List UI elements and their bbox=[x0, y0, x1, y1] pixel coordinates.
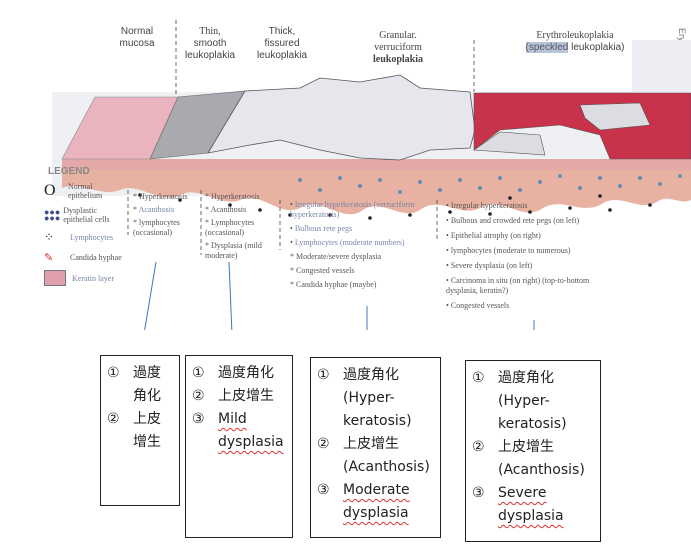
note-box-erythroleukoplakia: ① 過度角化 (Hyper-keratosis) ② 上皮增生 (Acanthosi… bbox=[465, 360, 601, 542]
bullets-erythroleukoplakia: • Irregular hyperkeratosis • Bulbous and… bbox=[446, 201, 590, 310]
note-text: 過度角化 (Hyper-keratosis) bbox=[498, 370, 567, 432]
bullet-item: Hyperkeratosis bbox=[211, 192, 260, 201]
header-thin-leukoplakia: Thin, smooth leukoplakia bbox=[178, 26, 242, 62]
header-line: leukoplakia bbox=[372, 54, 424, 65]
epithelium-layer bbox=[62, 159, 691, 170]
legend-label: Keratin layer bbox=[72, 273, 114, 283]
note-text: 過度角化 bbox=[133, 365, 161, 404]
item-number: ② bbox=[192, 388, 205, 404]
header-line: Erythroleukoplakia bbox=[536, 30, 614, 41]
note-text: 過度角化 bbox=[218, 365, 274, 381]
header-line: Granular. bbox=[379, 30, 417, 41]
item-number: ③ bbox=[317, 482, 330, 498]
note-text: Moderate dysplasia bbox=[343, 482, 410, 521]
header-line: fissured bbox=[264, 38, 300, 49]
legend: O Normal epithelium ●●●●●●Dysplastic epit… bbox=[44, 182, 124, 286]
header-line: leukoplakia bbox=[184, 50, 236, 61]
item-number: ① bbox=[472, 370, 485, 386]
legend-label: Dysplastic epithelial cells bbox=[63, 206, 110, 224]
bullet-item: lymphocytes (moderate to numerous) bbox=[450, 246, 571, 255]
bullet-item: Severe dysplasia (on left) bbox=[450, 261, 533, 270]
speckled-keratin-patch bbox=[473, 131, 546, 156]
bullet-item: Irregular hyperkeratosis (verruciform hy… bbox=[290, 200, 415, 219]
item-number: ② bbox=[107, 411, 120, 427]
bullet-item: Candida hyphae (maybe) bbox=[296, 280, 377, 289]
bullet-item: Dysplasia (mild moderate) bbox=[205, 241, 262, 260]
item-number: ① bbox=[107, 365, 120, 381]
header-erythroleukoplakia: Erythroleukoplakia (speckled leukoplakia… bbox=[505, 30, 645, 54]
speckled-keratin-patch bbox=[579, 102, 651, 131]
note-text: 上皮增生 (Acanthosis) bbox=[343, 436, 430, 475]
legend-label: Lymphocytes bbox=[70, 233, 114, 242]
dots-icon: ●●●●●● bbox=[44, 207, 61, 223]
bullets-thick: * Hyperkeratosis * Acanthosis * Lymphocy… bbox=[205, 192, 262, 260]
bullet-item: Bulbous and crowded rete pegs (on left) bbox=[450, 216, 580, 225]
bullet-item: lymphocytes (occasional) bbox=[133, 218, 180, 237]
note-text: 過度角化 (Hyper-keratosis) bbox=[343, 367, 412, 429]
item-number: ③ bbox=[472, 485, 485, 501]
bullet-item: Acanthosis bbox=[210, 205, 247, 214]
note-text: Mild dysplasia bbox=[218, 411, 284, 450]
bullet-item: Congested vessels bbox=[450, 301, 510, 310]
bullet-item: Irregular hyperkeratosis bbox=[450, 201, 528, 210]
item-number: ③ bbox=[192, 411, 205, 427]
header-normal-mucosa: Normal mucosa bbox=[112, 26, 162, 50]
note-box-granular: ① 過度角化 (Hyper-keratosis) ② 上皮增生 (Acanthosi… bbox=[310, 357, 441, 538]
note-text: Severe dysplasia bbox=[498, 485, 564, 524]
bullets-thin: * Hyperkeratosis * Acanthosis * lymphocy… bbox=[133, 192, 188, 237]
header-highlight: (speckled bbox=[525, 42, 569, 53]
bullet-item: Epithelial atrophy (on right) bbox=[450, 231, 541, 240]
header-line: Thick, bbox=[268, 26, 296, 37]
lymphocytes bbox=[138, 193, 652, 220]
legend-title: LEGEND bbox=[48, 166, 90, 177]
header-thick-leukoplakia: Thick, fissured leukoplakia bbox=[250, 26, 314, 62]
keratin-swatch-icon bbox=[44, 270, 66, 286]
dysplastic-cells bbox=[298, 174, 682, 194]
header-line: leukoplakia) bbox=[571, 42, 625, 53]
header-line: mucosa bbox=[119, 38, 155, 49]
bullet-item: Congested vessels bbox=[296, 266, 355, 275]
item-number: ② bbox=[472, 439, 485, 455]
header-line: Thin, bbox=[199, 26, 221, 37]
leukoplakia-cross-section-diagram bbox=[52, 20, 691, 330]
item-number: ① bbox=[317, 367, 330, 383]
bullet-item: Bulbous rete pegs bbox=[294, 224, 353, 233]
bullet-item: Moderate/severe dysplasia bbox=[296, 252, 382, 261]
header-line: leukoplakia bbox=[256, 50, 308, 61]
legend-label: Candida hyphae bbox=[70, 253, 122, 262]
bullet-item: Carcinoma in situ (on right) (top-to-bot… bbox=[446, 276, 590, 295]
pointer-arrows bbox=[144, 261, 535, 330]
connective-tissue bbox=[62, 159, 691, 215]
item-number: ① bbox=[192, 365, 205, 381]
bullet-item: Lymphocytes (occasional) bbox=[205, 218, 255, 237]
header-line: verruciform bbox=[374, 42, 422, 53]
header-line: Normal bbox=[120, 26, 154, 37]
lymphocyte-icon: ⁘ bbox=[44, 230, 55, 244]
bullet-item: Lymphocytes (moderate numbers) bbox=[294, 238, 405, 247]
section-dividers bbox=[127, 20, 475, 255]
note-text: 上皮增生 bbox=[133, 411, 161, 450]
legend-label: Normal epithelium bbox=[68, 182, 103, 200]
note-box-thin: ① 過度角化 ② 上皮增生 bbox=[100, 355, 180, 506]
bullet-item: Acanthosis bbox=[138, 205, 175, 214]
header-line: smooth bbox=[193, 38, 227, 49]
note-text: 上皮增生 (Acanthosis) bbox=[498, 439, 585, 478]
item-number: ② bbox=[317, 436, 330, 452]
hyphae-icon: ✎ bbox=[44, 252, 54, 264]
note-text: 上皮增生 bbox=[218, 388, 274, 404]
note-box-thick: ① 過度角化 ② 上皮增生 ③ Mild dysplasia bbox=[185, 355, 293, 538]
bullet-item: Hyperkeratosis bbox=[139, 192, 188, 201]
circle-icon: O bbox=[44, 182, 56, 199]
bullets-granular: • Irregular hyperkeratosis (verruciform … bbox=[290, 200, 415, 289]
header-granular-leukoplakia: Granular. verruciform leukoplakia bbox=[358, 30, 438, 66]
